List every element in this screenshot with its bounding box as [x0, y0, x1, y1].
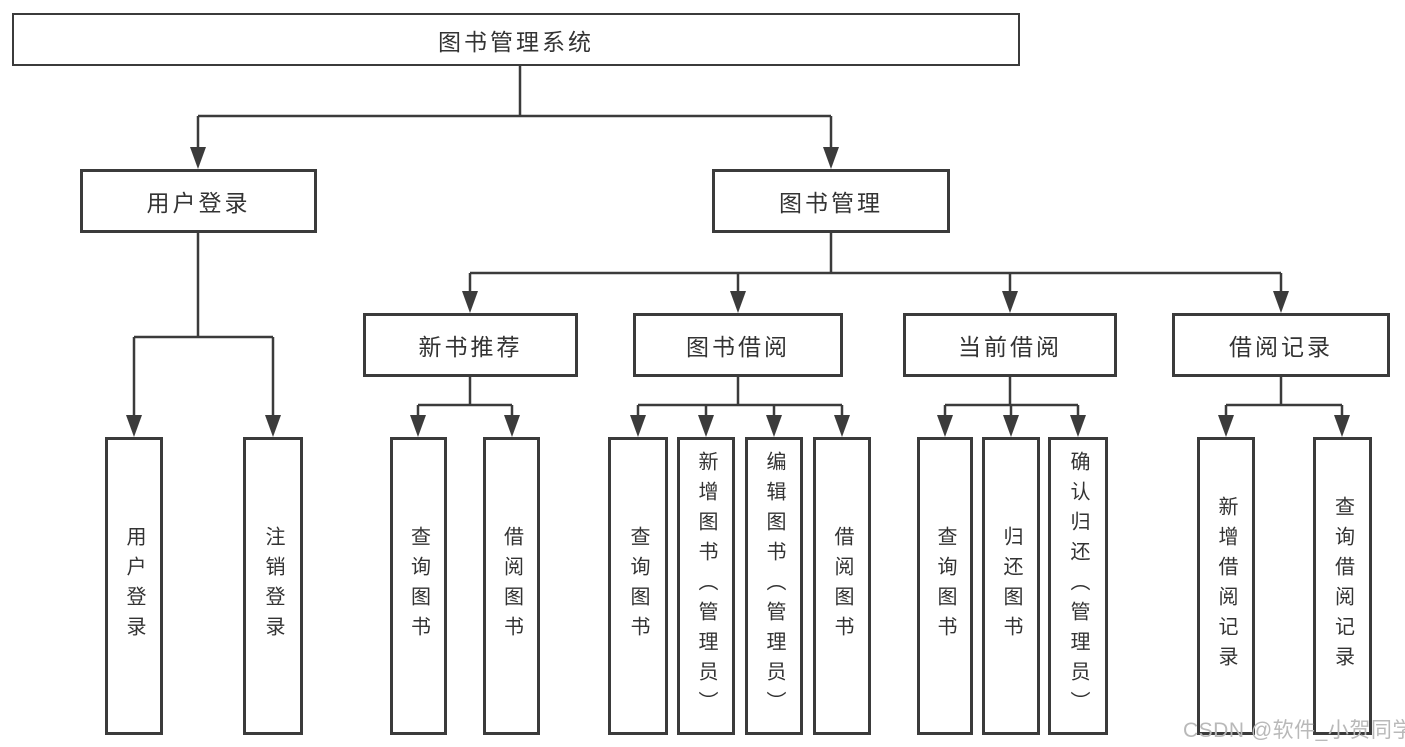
leaf-query-borrow-record: 查询借阅记录	[1313, 437, 1372, 735]
leaf-return-books: 归还图书	[982, 437, 1040, 735]
leaf-query-books-current: 查询图书	[917, 437, 973, 735]
connector-root-to-level2	[196, 66, 833, 160]
node-user-login: 用户登录	[80, 169, 317, 233]
node-borrow-records: 借阅记录	[1172, 313, 1390, 377]
node-current-borrowing: 当前借阅	[903, 313, 1117, 377]
leaf-query-books-borrowing: 查询图书	[608, 437, 668, 735]
leaf-borrow-books: 借阅图书	[813, 437, 871, 735]
leaf-query-books-recommend: 查询图书	[390, 437, 447, 735]
connector-book-management-children	[468, 233, 1283, 304]
leaf-edit-books-admin: 编辑图书（管理员）	[745, 437, 803, 735]
leaf-confirm-return-admin: 确认归还（管理员）	[1048, 437, 1108, 735]
connector-borrow-records-children	[1224, 377, 1344, 428]
node-book-borrowing: 图书借阅	[633, 313, 843, 377]
watermark: CSDN @软件_小贺同学	[1183, 719, 1405, 742]
node-book-management: 图书管理	[712, 169, 950, 233]
leaf-logout-login: 注销登录	[243, 437, 303, 735]
arrowheads	[126, 147, 1350, 437]
connector-user-login-children	[132, 233, 275, 428]
connector-book-borrow-children	[636, 377, 844, 428]
leaf-borrow-books-recommend: 借阅图书	[483, 437, 540, 735]
node-new-book-recommend: 新书推荐	[363, 313, 578, 377]
leaf-add-borrow-record: 新增借阅记录	[1197, 437, 1255, 735]
node-library-system: 图书管理系统	[12, 13, 1020, 66]
connector-new-books-children	[416, 377, 514, 428]
leaf-add-books-admin: 新增图书（管理员）	[677, 437, 735, 735]
leaf-user-login: 用户登录	[105, 437, 163, 735]
